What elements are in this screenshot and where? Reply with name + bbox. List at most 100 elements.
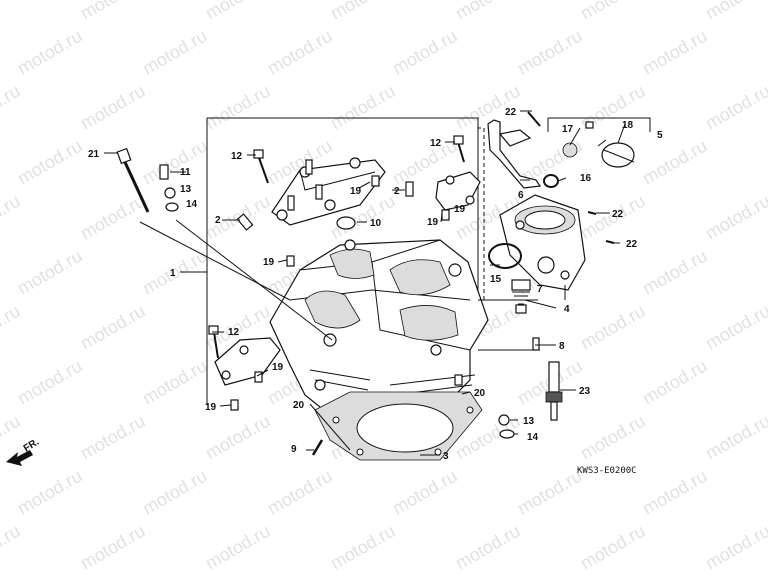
water-pipe bbox=[487, 119, 542, 189]
watermark-text: motod.ru bbox=[0, 191, 24, 244]
callout-9: 9 bbox=[291, 444, 297, 455]
watermark-text: motod.ru bbox=[577, 411, 649, 464]
callout-7: 7 bbox=[537, 284, 543, 295]
watermark-text: motod.ru bbox=[77, 0, 149, 23]
callout-23: 23 bbox=[579, 386, 591, 397]
callout-15: 15 bbox=[490, 274, 502, 285]
watermark-text: motod.ru bbox=[702, 81, 768, 134]
watermark-text: motod.ru bbox=[77, 301, 149, 354]
watermark-text: motod.ru bbox=[327, 521, 399, 574]
callout-2: 2 bbox=[215, 215, 221, 226]
watermark-text: motod.ru bbox=[639, 356, 711, 409]
watermark-text: motod.ru bbox=[14, 136, 86, 189]
watermark-text: motod.ru bbox=[764, 26, 768, 79]
callout-16: 16 bbox=[580, 173, 592, 184]
callout-6: 6 bbox=[518, 190, 524, 201]
watermark-text: motod.ru bbox=[577, 0, 649, 23]
callout-1: 1 bbox=[170, 268, 176, 279]
callout-14: 14 bbox=[527, 432, 539, 443]
callout-3: 3 bbox=[443, 451, 449, 462]
callout-22: 22 bbox=[626, 239, 638, 250]
watermark-text: motod.ru bbox=[702, 0, 768, 23]
watermark-text: motod.ru bbox=[139, 466, 211, 519]
callout-4: 4 bbox=[564, 304, 570, 315]
watermark-text: motod.ru bbox=[264, 466, 336, 519]
hose-clamp bbox=[597, 139, 635, 168]
callout-18: 18 bbox=[622, 120, 634, 131]
callout-21: 21 bbox=[88, 149, 100, 160]
leader-lines bbox=[104, 110, 626, 456]
watermark-text: motod.ru bbox=[14, 246, 86, 299]
callout-14: 14 bbox=[186, 199, 198, 210]
watermark-text: motod.ru bbox=[514, 466, 586, 519]
callout-19: 19 bbox=[272, 362, 284, 373]
watermark-text: motod.ru bbox=[452, 521, 524, 574]
cam-holder-upper bbox=[271, 157, 386, 226]
watermark-text: motod.ru bbox=[77, 191, 149, 244]
watermark-text: motod.ru bbox=[0, 521, 24, 574]
front-direction-indicator: FR. bbox=[6, 437, 41, 466]
spark-plug bbox=[545, 361, 563, 421]
watermark-text: motod.ru bbox=[14, 26, 86, 79]
watermark-text: motod.ru bbox=[77, 81, 149, 134]
callout-17: 17 bbox=[562, 124, 574, 135]
callout-10: 10 bbox=[370, 218, 382, 229]
intake-insulator bbox=[499, 194, 586, 291]
cam-holder-right bbox=[435, 171, 481, 211]
watermark-text: motod.ru bbox=[639, 246, 711, 299]
callout-5: 5 bbox=[657, 130, 663, 141]
callout-12: 12 bbox=[430, 138, 442, 149]
assembly-frame bbox=[206, 117, 651, 405]
callout-8: 8 bbox=[559, 341, 565, 352]
callout-19: 19 bbox=[263, 257, 275, 268]
callout-2: 2 bbox=[394, 186, 400, 197]
watermark-text: motod.ru bbox=[327, 81, 399, 134]
watermark-text: motod.ru bbox=[389, 26, 461, 79]
front-arrow-icon bbox=[6, 450, 33, 466]
watermark-text: motod.ru bbox=[389, 466, 461, 519]
callout-12: 12 bbox=[228, 327, 240, 338]
watermark-text: motod.ru bbox=[702, 301, 768, 354]
watermark-text: motod.ru bbox=[77, 411, 149, 464]
watermark-text: motod.ru bbox=[452, 0, 524, 23]
watermark-text: motod.ru bbox=[764, 246, 768, 299]
watermark-text: motod.ru bbox=[764, 356, 768, 409]
callout-13: 13 bbox=[180, 184, 192, 195]
callout-19: 19 bbox=[427, 217, 439, 228]
watermark-text: motod.ru bbox=[0, 301, 24, 354]
watermark-text: motod.ru bbox=[764, 466, 768, 519]
watermark-text: motod.ru bbox=[639, 136, 711, 189]
callout-20: 20 bbox=[293, 400, 305, 411]
direction-label: FR. bbox=[22, 437, 42, 455]
watermark-text: motod.ru bbox=[139, 136, 211, 189]
watermark-text: motod.ru bbox=[139, 356, 211, 409]
watermark-text: motod.ru bbox=[202, 81, 274, 134]
watermark-text: motod.ru bbox=[639, 26, 711, 79]
callout-19: 19 bbox=[454, 204, 466, 215]
callout-labels: 21 11 13 14 12 2 1 19 10 19 2 12 19 19 1… bbox=[88, 107, 663, 462]
pipe-o-ring bbox=[543, 174, 559, 188]
watermark-text: motod.ru bbox=[0, 81, 24, 134]
callout-22: 22 bbox=[505, 107, 517, 118]
hose-ring bbox=[562, 142, 578, 158]
diagram-code: KWS3-E0200C bbox=[577, 466, 637, 476]
watermark-text: motod.ru bbox=[764, 136, 768, 189]
callout-20: 20 bbox=[474, 388, 486, 399]
watermark-text: motod.ru bbox=[702, 191, 768, 244]
watermark-text: motod.ru bbox=[202, 521, 274, 574]
callout-11: 11 bbox=[180, 167, 191, 178]
cam-holder-lower bbox=[214, 337, 281, 386]
watermark-text: motod.ru bbox=[639, 466, 711, 519]
watermark-text: motod.ru bbox=[202, 191, 274, 244]
thermostat bbox=[511, 279, 531, 314]
watermark-text: motod.ru bbox=[0, 0, 24, 23]
callout-19: 19 bbox=[350, 186, 362, 197]
watermark-text: motod.ru bbox=[514, 26, 586, 79]
o-ring bbox=[488, 243, 522, 269]
watermark-text: motod.ru bbox=[577, 521, 649, 574]
watermark-text: motod.ru bbox=[202, 411, 274, 464]
watermark-text: motod.ru bbox=[327, 0, 399, 23]
callout-22: 22 bbox=[612, 209, 624, 220]
stud-bolt bbox=[122, 159, 150, 213]
